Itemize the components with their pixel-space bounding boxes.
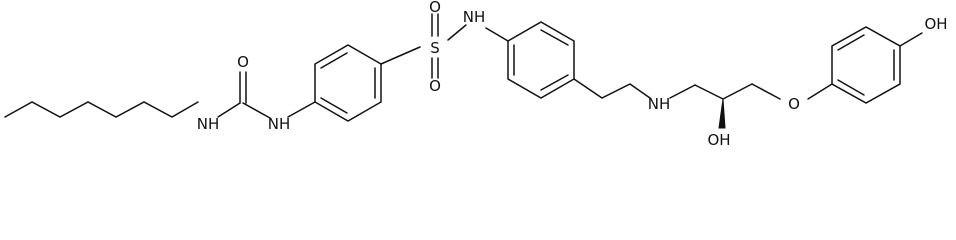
urea-nh-left: NH [197, 115, 220, 133]
urea-carbonyl-oxygen: O [237, 53, 249, 71]
propanol-chain [669, 83, 781, 129]
secondary-amine-nh: NH [648, 95, 671, 113]
urea-group [217, 71, 271, 119]
ethylamine-linker [573, 78, 651, 99]
sulfonyl-oxygen-top: O [429, 0, 441, 16]
right-benzene-ring [507, 21, 575, 99]
urea-nh-right: NH [268, 115, 291, 133]
hexyl-chain [4, 101, 199, 118]
ether-oxygen: O [788, 95, 800, 113]
sulfonamide-group [431, 13, 509, 79]
sulfonamide-nh: NH [463, 8, 486, 26]
phenol-ring [807, 26, 923, 104]
hydroxyl-group: OH [707, 131, 730, 149]
sulfonyl-oxygen-bottom: O [429, 77, 441, 95]
phenol-hydroxyl: OH [924, 15, 947, 33]
left-benzene-ring [287, 44, 421, 122]
sulfonyl-sulfur: S [430, 39, 440, 57]
chemical-structure: O NH NH S O O NH NH OH O OH [4, 0, 948, 149]
